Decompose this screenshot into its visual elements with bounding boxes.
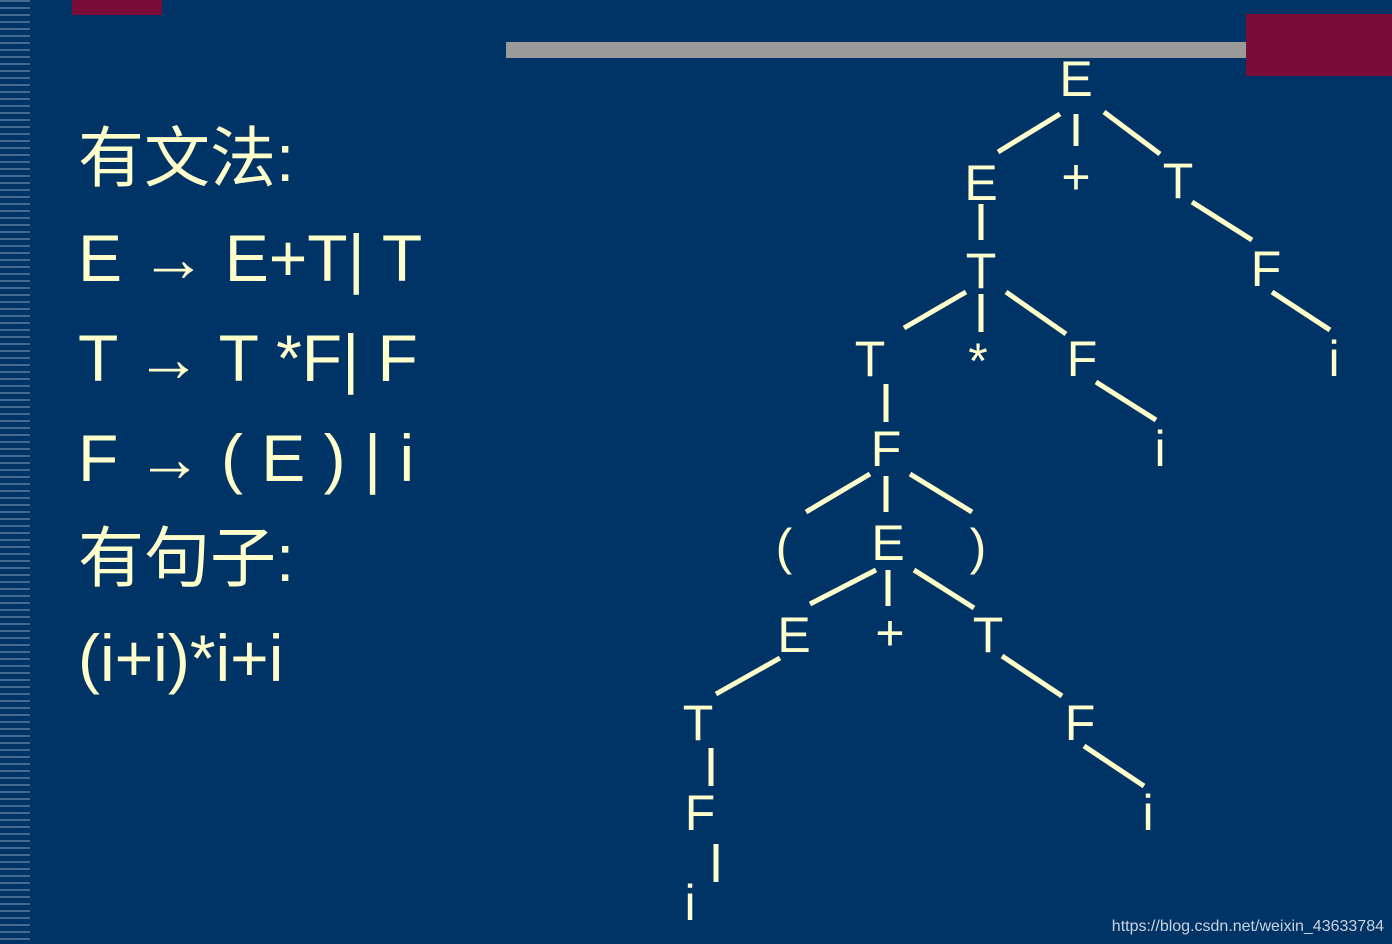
tree-edge <box>902 289 968 331</box>
grammar-heading: 有文法: <box>78 121 295 195</box>
tree-edge <box>1270 289 1332 333</box>
tree-node: T <box>973 607 1004 663</box>
tree-node: i <box>1142 785 1153 841</box>
tree-edge <box>808 567 878 607</box>
sentence-text: (i+i)*i+i <box>78 621 284 695</box>
header-accent-block <box>1246 14 1392 76</box>
tree-edge <box>1000 653 1064 699</box>
tree-node: ) <box>970 519 987 575</box>
tree-node: E <box>871 515 904 571</box>
tree-node: F <box>685 785 716 841</box>
tree-edge <box>1004 289 1068 337</box>
tree-edge <box>912 567 976 611</box>
tree-node: + <box>875 605 904 661</box>
tree-edge <box>1102 110 1162 156</box>
tree-edge <box>996 111 1062 155</box>
tree-node: F <box>1067 331 1098 387</box>
tree-node: F <box>1065 695 1096 751</box>
tree-edge <box>908 471 974 515</box>
tree-node: ( <box>776 519 793 575</box>
sentence-heading: 有句子: <box>78 521 295 595</box>
tree-edge <box>714 655 782 697</box>
tree-edge <box>1082 743 1146 789</box>
top-accent-block <box>72 0 162 15</box>
grammar-rule-f: F → ( E ) | i <box>78 421 415 495</box>
tree-node: T <box>966 243 997 299</box>
tree-node: F <box>1251 241 1282 297</box>
grammar-rule-e: E → E+T| T <box>78 221 423 295</box>
tree-edge <box>804 471 872 515</box>
header-gray-bar <box>506 42 1392 58</box>
tree-node: i <box>1154 421 1165 477</box>
tree-edge <box>1094 379 1158 423</box>
grammar-rule-t: T → T *F| F <box>78 321 418 395</box>
tree-node: E <box>964 155 997 211</box>
tree-edge <box>1190 199 1254 243</box>
tree-node: T <box>1163 153 1194 209</box>
source-watermark: https://blog.csdn.net/weixin_43633784 <box>1111 918 1384 935</box>
tree-node: + <box>1061 149 1090 205</box>
tree-node: i <box>1328 331 1339 387</box>
tree-node: T <box>683 695 714 751</box>
grammar-panel: 有文法: E → E+T| T T → T *F| F F → ( E ) | … <box>78 108 422 708</box>
tree-node: E <box>777 607 810 663</box>
tree-node: E <box>1059 51 1092 107</box>
left-stripe-decoration <box>0 0 30 944</box>
tree-node: * <box>968 333 987 389</box>
tree-node: i <box>684 875 695 931</box>
tree-node: F <box>871 421 902 477</box>
tree-node: T <box>855 331 886 387</box>
